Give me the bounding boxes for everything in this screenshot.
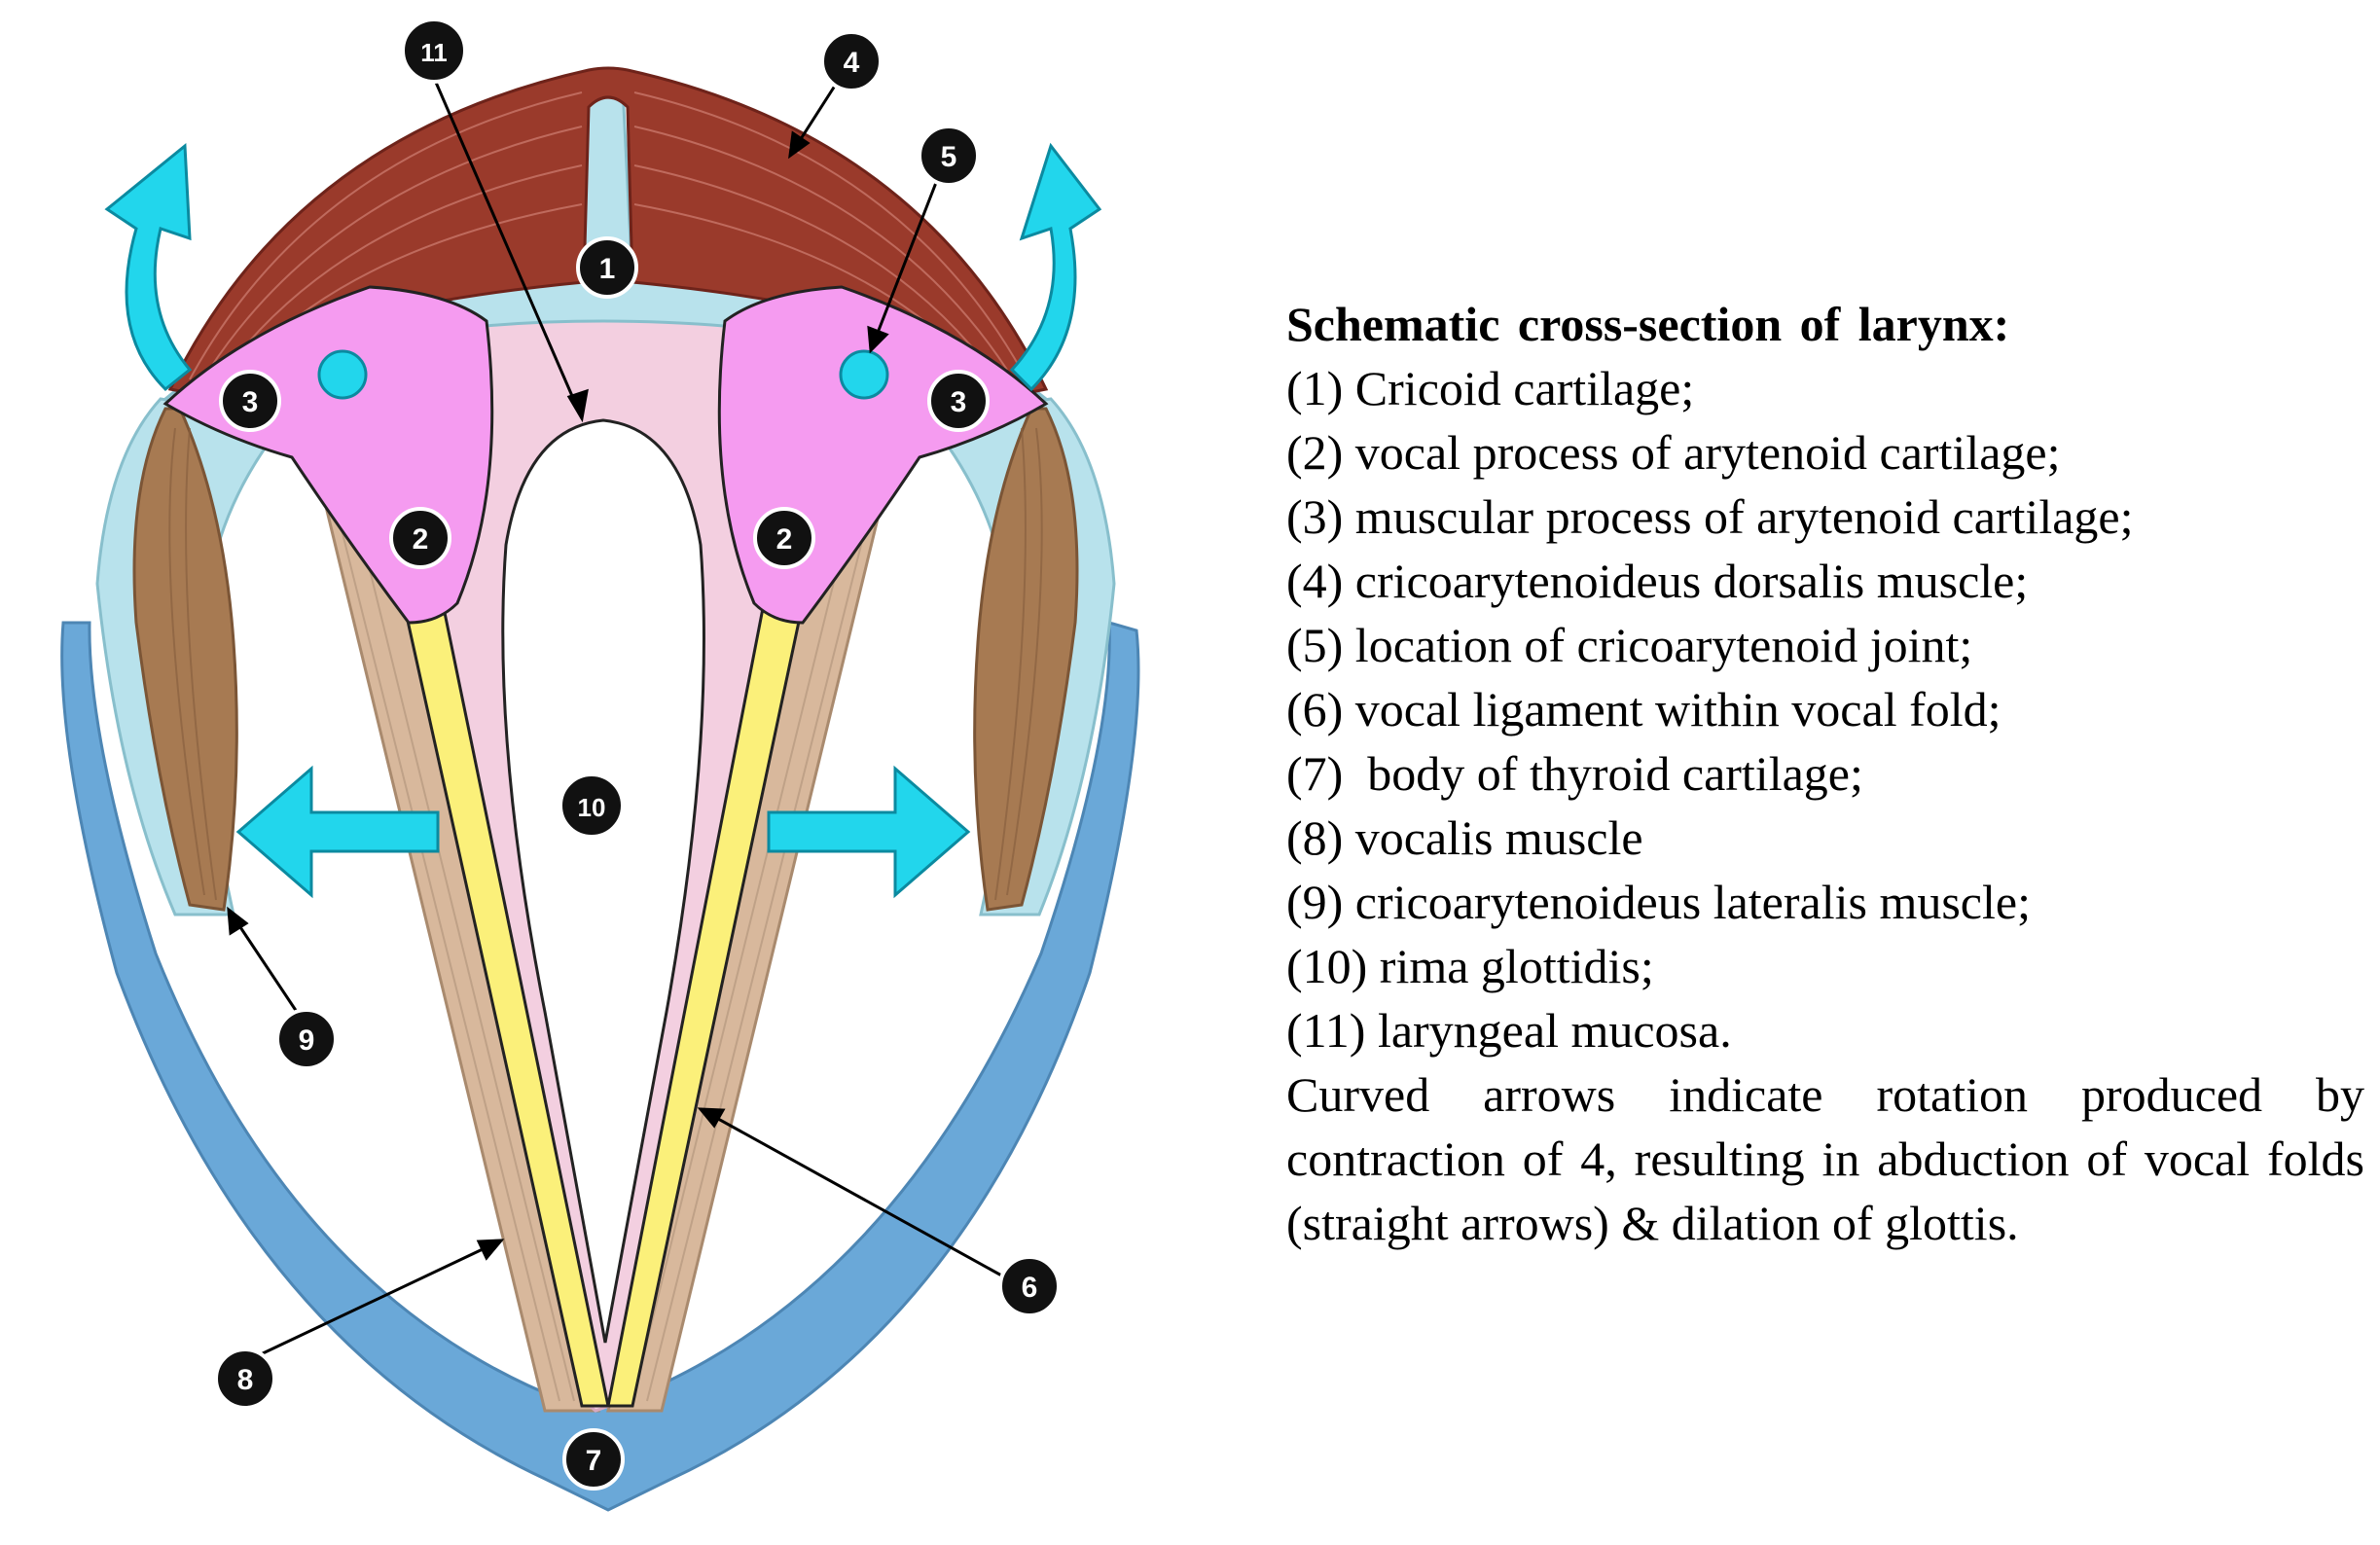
legend-item-2: (2) vocal process of arytenoid cartilage…	[1286, 425, 2061, 480]
legend-item-9: (9) cricoarytenoideus lateralis muscle;	[1286, 875, 2031, 929]
svg-text:10: 10	[578, 793, 606, 822]
svg-text:1: 1	[599, 253, 616, 285]
curved-arrow-left	[104, 142, 193, 392]
legend-note: Curved arrows indicate rotation produced…	[1286, 1067, 2364, 1250]
lateralis-striations	[168, 427, 1043, 901]
marker-4: 4	[820, 30, 883, 92]
legend-item-11: (11) laryngeal mucosa.	[1286, 1003, 1732, 1058]
joint-dot-right	[839, 349, 889, 400]
svg-text:3: 3	[242, 386, 259, 418]
thyroid-cartilage	[60, 620, 1140, 1512]
lateralis-muscle-right	[973, 407, 1079, 912]
curved-arrow-right	[1009, 142, 1102, 392]
legend-item-5: (5) location of cricoarytenoid joint;	[1286, 618, 1973, 672]
marker-1: 1	[576, 236, 638, 299]
svg-text:6: 6	[1022, 1272, 1038, 1304]
straight-arrow-right	[767, 765, 971, 899]
svg-text:4: 4	[844, 47, 860, 79]
marker-5: 5	[918, 125, 980, 187]
svg-text:3: 3	[951, 386, 967, 418]
lateralis-muscle-left	[132, 407, 238, 912]
joint-dot-left	[317, 349, 368, 400]
legend-item-4: (4) cricoarytenoideus dorsalis muscle;	[1286, 554, 2029, 608]
marker-10: 10	[559, 772, 625, 839]
legend-item-10: (10) rima glottidis;	[1286, 939, 1654, 993]
marker-3-right: 3	[927, 370, 990, 432]
marker-9: 9	[275, 1008, 338, 1070]
svg-text:7: 7	[586, 1445, 602, 1477]
marker-8: 8	[214, 1347, 276, 1410]
legend-item-1: (1) Cricoid cartilage;	[1286, 361, 1695, 415]
leader-lines	[227, 77, 1015, 1356]
svg-text:8: 8	[237, 1364, 254, 1396]
marker-3-left: 3	[219, 370, 281, 432]
legend-item-8: (8) vocalis muscle	[1286, 810, 1643, 865]
svg-text:9: 9	[299, 1024, 315, 1057]
legend-item-7: (7) body of thyroid cartilage;	[1286, 746, 1863, 801]
svg-text:5: 5	[941, 141, 957, 173]
rima-glottidis	[501, 418, 705, 1344]
larynx-cross-section-diagram: 1 2 2 3 3 4 5 6 7 8 9 10 11	[60, 18, 1140, 1512]
svg-text:11: 11	[420, 38, 448, 67]
legend-item-6: (6) vocal ligament within vocal fold;	[1286, 682, 2001, 737]
marker-11: 11	[401, 18, 467, 84]
straight-arrow-left	[235, 765, 440, 899]
marker-2-right: 2	[753, 507, 815, 569]
marker-7: 7	[562, 1428, 625, 1491]
svg-text:2: 2	[776, 523, 793, 556]
vocalis-striations	[335, 505, 872, 1402]
legend: Schematic cross-section of larynx: (1) C…	[1286, 292, 2364, 1255]
marker-2-left: 2	[389, 507, 451, 569]
svg-text:2: 2	[413, 523, 429, 556]
legend-item-3: (3) muscular process of arytenoid cartil…	[1286, 489, 2134, 544]
marker-6: 6	[998, 1255, 1061, 1317]
legend-title: Schematic cross-section of larynx:	[1286, 297, 2010, 351]
